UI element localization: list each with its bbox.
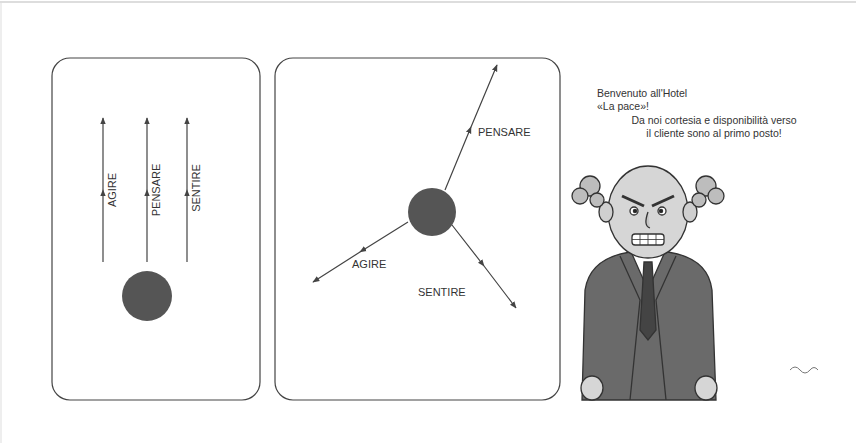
frame-line [0, 2, 856, 3]
arrow-label: PENSARE [478, 126, 531, 139]
speech-text: Benvenuto all'Hotel «La pace»! [597, 87, 707, 113]
speech-text: Da noi cortesia e disponibilità verso il… [628, 114, 800, 140]
teeth-lines [632, 234, 664, 245]
frame-line [1, 2, 2, 443]
clenched-fist [695, 376, 717, 400]
eyebrow [652, 196, 674, 206]
eye [658, 207, 666, 215]
eye [630, 207, 638, 215]
parallel-arrow [102, 118, 103, 262]
divergent-arrow [313, 222, 408, 282]
eyebrow [622, 196, 644, 206]
self-circle [408, 188, 456, 236]
arrow-label: AGIRE [106, 173, 119, 207]
arrow-label: SENTIRE [418, 286, 466, 299]
arrow-label: AGIRE [352, 258, 386, 271]
steam-cloud [590, 193, 604, 207]
clenched-teeth [632, 234, 664, 245]
arrow-label: SENTIRE [190, 164, 203, 212]
arrow-label: PENSARE [150, 164, 163, 217]
pupil [633, 209, 636, 212]
clenched-fist [581, 376, 603, 400]
self-circle [122, 271, 172, 321]
nose [646, 212, 650, 228]
parallel-arrow [186, 118, 187, 262]
panel-frame [52, 58, 260, 400]
head [608, 166, 688, 258]
lapel [656, 256, 676, 400]
steam-cloud [692, 193, 706, 207]
pupil [659, 209, 662, 212]
lapel [620, 256, 640, 400]
steam-cloud [708, 188, 724, 204]
parallel-arrow [146, 118, 147, 262]
suit-body [582, 252, 716, 400]
signature-scribble [790, 367, 818, 373]
tie [640, 262, 656, 340]
panel-frame [275, 58, 560, 400]
angry-man-cartoon [572, 166, 724, 400]
steam-cloud [572, 188, 588, 204]
